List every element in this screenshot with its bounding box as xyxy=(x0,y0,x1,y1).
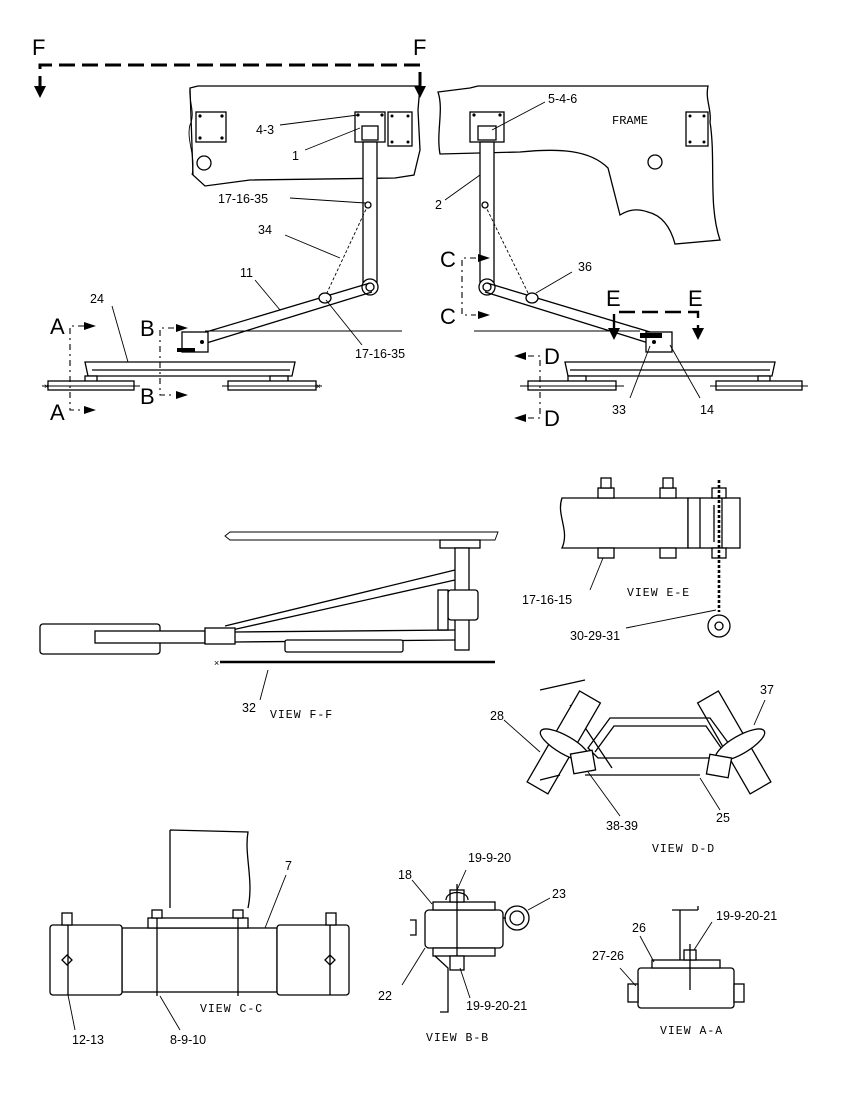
section-line-f: F F xyxy=(32,35,426,98)
callout-1: 1 xyxy=(292,149,299,163)
view-title-e-e: VIEW E-E xyxy=(627,587,690,600)
callout-32: 32 xyxy=(242,701,256,715)
section-letter-f-left: F xyxy=(32,35,45,60)
section-letter-a-top: A xyxy=(50,314,65,339)
section-letter-d-bottom: D xyxy=(544,406,560,431)
svg-text:×: × xyxy=(44,382,49,391)
callout-8-9-10: 8-9-10 xyxy=(170,1033,206,1047)
left-assembly-callouts: 4-3 1 17-16-35 34 11 24 17-16-35 xyxy=(90,114,405,363)
section-line-d: D D xyxy=(514,344,560,431)
svg-text:×: × xyxy=(316,382,321,391)
section-letter-c-bottom: C xyxy=(440,304,456,329)
section-line-b: B B xyxy=(140,316,188,409)
callout-23: 23 xyxy=(552,887,566,901)
view-d-d: 28 37 38-39 25 VIEW D-D xyxy=(490,679,774,856)
section-letter-d-top: D xyxy=(544,344,560,369)
section-letter-e-right: E xyxy=(688,286,703,311)
callout-34: 34 xyxy=(258,223,272,237)
section-letter-b-bottom: B xyxy=(140,384,155,409)
callout-7: 7 xyxy=(285,859,292,873)
left-main-assembly: × × xyxy=(42,85,421,391)
callout-14: 14 xyxy=(700,403,714,417)
section-letter-b-top: B xyxy=(140,316,155,341)
callout-36: 36 xyxy=(578,260,592,274)
section-letter-a-bottom: A xyxy=(50,400,65,425)
view-title-f-f: VIEW F-F xyxy=(270,709,333,722)
section-letter-f-right: F xyxy=(413,35,426,60)
callout-5-4-6: 5-4-6 xyxy=(548,92,577,106)
callout-17-16-35-mid: 17-16-35 xyxy=(355,347,405,361)
callout-33: 33 xyxy=(612,403,626,417)
callout-19-9-20-21-aa: 19-9-20-21 xyxy=(716,909,777,923)
svg-text:×: × xyxy=(214,658,219,668)
callout-22: 22 xyxy=(378,989,392,1003)
right-assembly-callouts: 5-4-6 2 36 33 14 xyxy=(435,92,714,417)
callout-28: 28 xyxy=(490,709,504,723)
frame-label: FRAME xyxy=(612,114,648,128)
view-f-f: × 32 VIEW F-F xyxy=(39,531,499,722)
right-main-assembly: FRAME xyxy=(437,85,808,391)
callout-19-9-20-21-bb: 19-9-20-21 xyxy=(466,999,527,1013)
callout-2: 2 xyxy=(435,198,442,212)
callout-18: 18 xyxy=(398,868,412,882)
section-letter-c-top: C xyxy=(440,247,456,272)
callout-38-39: 38-39 xyxy=(606,819,638,833)
callout-12-13: 12-13 xyxy=(72,1033,104,1047)
section-letter-e-left: E xyxy=(606,286,621,311)
callout-17-16-35-top: 17-16-35 xyxy=(218,192,268,206)
callout-24: 24 xyxy=(90,292,104,306)
view-b-b: 19-9-20 18 23 22 19-9-20-21 VIEW B-B xyxy=(378,851,566,1045)
callout-30-29-31: 30-29-31 xyxy=(570,629,620,643)
section-line-e: E E xyxy=(606,286,704,340)
view-title-b-b: VIEW B-B xyxy=(426,1032,489,1045)
callout-17-16-15: 17-16-15 xyxy=(522,593,572,607)
section-line-c: C C xyxy=(440,247,490,329)
callout-11: 11 xyxy=(240,266,253,280)
callout-27-26: 27-26 xyxy=(592,949,624,963)
section-line-a: A A xyxy=(50,314,96,425)
callout-25: 25 xyxy=(716,811,730,825)
callout-4-3: 4-3 xyxy=(256,123,274,137)
view-title-d-d: VIEW D-D xyxy=(652,843,715,856)
callout-19-9-20: 19-9-20 xyxy=(468,851,511,865)
view-c-c: 7 12-13 8-9-10 VIEW C-C xyxy=(49,829,350,1047)
callout-26: 26 xyxy=(632,921,646,935)
callout-37: 37 xyxy=(760,683,774,697)
view-e-e: 17-16-15 30-29-31 VIEW E-E xyxy=(522,477,741,643)
view-title-c-c: VIEW C-C xyxy=(200,1003,263,1016)
view-title-a-a: VIEW A-A xyxy=(660,1025,723,1038)
view-a-a: 19-9-20-21 26 27-26 VIEW A-A xyxy=(592,906,777,1038)
